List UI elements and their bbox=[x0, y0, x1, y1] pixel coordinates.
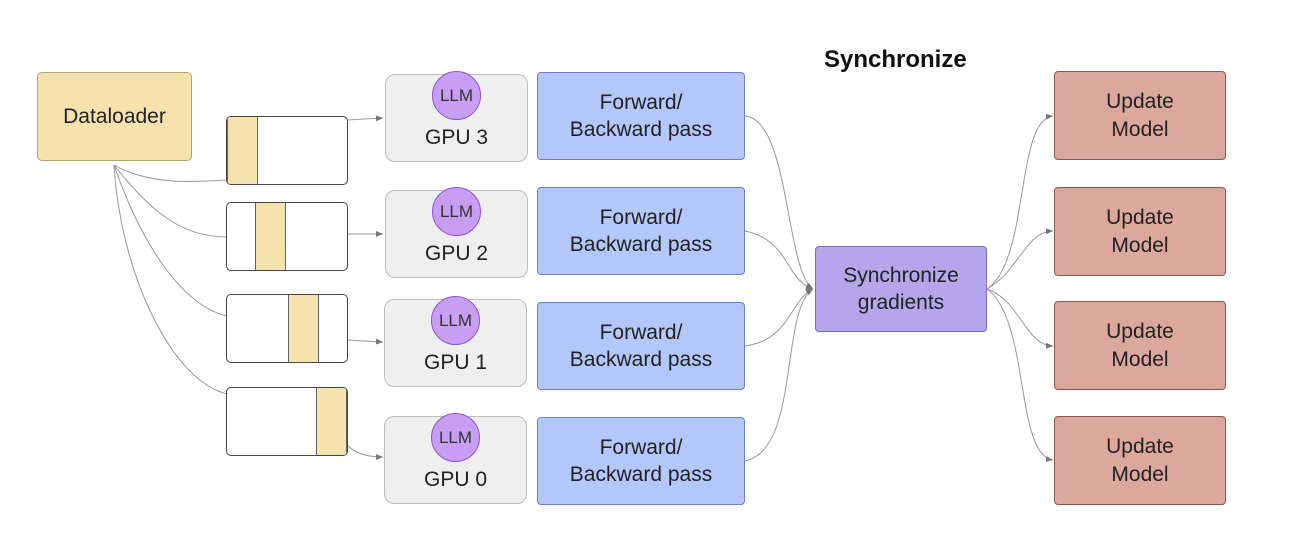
edge-pass-sync-0 bbox=[744, 288, 814, 462]
batch-gpu-2 bbox=[226, 202, 348, 271]
edge-pass-sync-3 bbox=[744, 115, 814, 290]
edge-loader-batch-1 bbox=[113, 164, 228, 317]
llm-badge: LLM bbox=[432, 71, 481, 120]
edge-pass-sync-2 bbox=[744, 230, 814, 290]
edge-batch-gpu-3 bbox=[346, 115, 384, 122]
batch-slice bbox=[227, 117, 258, 184]
edge-loader-batch-3 bbox=[113, 164, 228, 182]
edge-loader-batch-0 bbox=[113, 164, 228, 395]
edge-sync-update-2 bbox=[986, 228, 1054, 290]
edge-sync-update-3 bbox=[986, 113, 1054, 290]
edge-batch-gpu-0 bbox=[343, 439, 384, 460]
gpu-label: GPU 0 bbox=[423, 468, 488, 491]
batch-slice bbox=[316, 388, 347, 455]
update-model-box-1: Update Model bbox=[1054, 301, 1226, 390]
gpu-box-3: LLM GPU 3 bbox=[385, 71, 528, 162]
pass-box-0: Forward/ Backward pass bbox=[537, 417, 745, 505]
batch-slice bbox=[255, 203, 286, 270]
llm-badge: LLM bbox=[432, 187, 481, 236]
edge-batch-gpu-1 bbox=[346, 338, 384, 345]
edge-sync-update-1 bbox=[986, 288, 1054, 349]
dataloader-box: Dataloader bbox=[37, 72, 192, 161]
update-model-box-2: Update Model bbox=[1054, 187, 1226, 276]
gpu-box-2: LLM GPU 2 bbox=[385, 187, 528, 278]
gpu-box-1: LLM GPU 1 bbox=[384, 296, 527, 387]
gpu-box-0: LLM GPU 0 bbox=[384, 413, 527, 504]
batch-gpu-1 bbox=[226, 294, 348, 363]
edge-pass-sync-1 bbox=[744, 288, 814, 347]
gpu-label: GPU 1 bbox=[423, 351, 488, 374]
llm-badge: LLM bbox=[431, 296, 480, 345]
diagram-title: Synchronize bbox=[824, 46, 967, 73]
gpu-label: GPU 2 bbox=[424, 242, 489, 265]
gpu-label: GPU 3 bbox=[424, 126, 489, 149]
update-model-box-0: Update Model bbox=[1054, 416, 1226, 505]
pass-box-2: Forward/ Backward pass bbox=[537, 187, 745, 275]
pass-box-1: Forward/ Backward pass bbox=[537, 302, 745, 390]
batch-gpu-0 bbox=[226, 387, 348, 456]
llm-badge: LLM bbox=[431, 413, 480, 462]
edge-loader-batch-2 bbox=[113, 164, 228, 238]
batch-gpu-3 bbox=[226, 116, 348, 185]
update-model-box-3: Update Model bbox=[1054, 71, 1226, 160]
edge-sync-update-0 bbox=[986, 288, 1054, 463]
synchronize-gradients-box: Synchronize gradients bbox=[815, 246, 987, 332]
pass-box-3: Forward/ Backward pass bbox=[537, 72, 745, 160]
batch-slice bbox=[288, 295, 319, 362]
